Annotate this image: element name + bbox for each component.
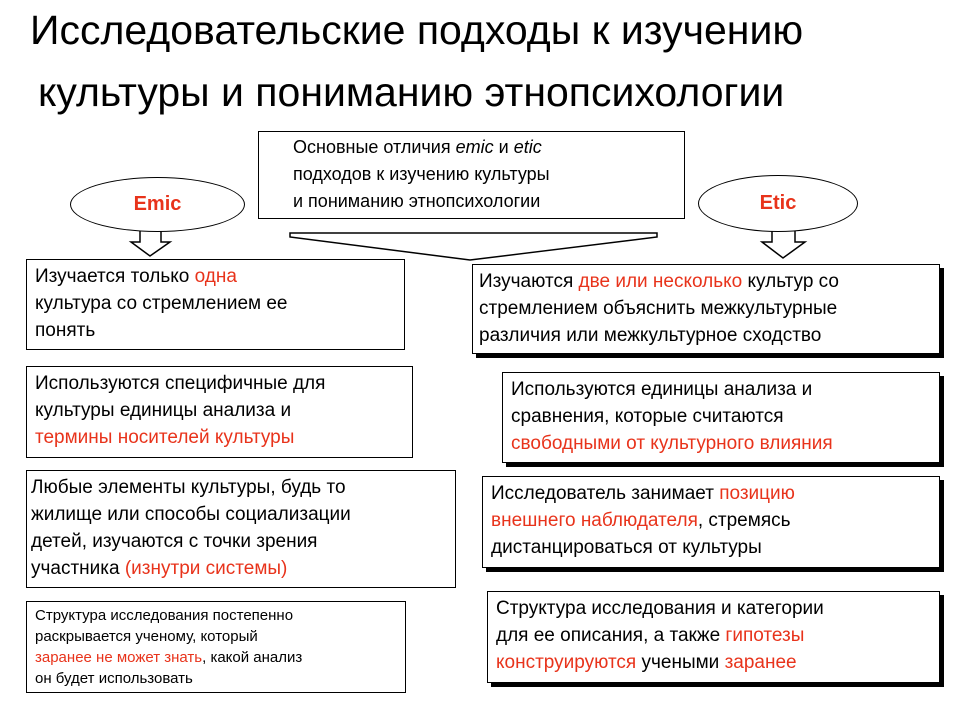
center-box-prefix: Основные отличия xyxy=(293,137,456,157)
text-segment: культур со xyxy=(742,271,839,292)
text-segment: понять xyxy=(35,320,96,341)
text-segment: дистанцироваться от культуры xyxy=(491,537,762,558)
center-question-box: Основные отличия emic и etic подходов к … xyxy=(258,131,685,219)
highlighted-text: позицию xyxy=(719,483,795,504)
text-segment: стремлением объяснить межкультурные xyxy=(479,298,838,319)
emic-item-1: Изучается только одна культура со стремле… xyxy=(26,259,405,350)
text-segment: Структура исследования и категории xyxy=(496,598,824,619)
text-segment: для ее описания, а также xyxy=(496,625,726,646)
emic-ellipse: Emic xyxy=(70,177,245,232)
text-segment: он будет использовать xyxy=(35,670,193,687)
text-segment: жилище или способы социализации xyxy=(31,504,351,525)
etic-item-1: Изучаются две или несколько культур со ст… xyxy=(472,264,940,354)
emic-down-arrow xyxy=(128,229,173,257)
text-segment: Изучается только xyxy=(35,266,195,287)
etic-item-2: Используются единицы анализа и сравнения,… xyxy=(502,372,940,463)
highlighted-text: заранее xyxy=(724,652,797,673)
page-title-line1: Исследовательские подходы к изучению xyxy=(30,7,804,53)
highlighted-text: внешнего наблюдателя xyxy=(491,510,698,531)
text-segment: Любые элементы культуры, будь то xyxy=(31,477,346,498)
center-box-emic: emic xyxy=(455,137,494,157)
highlighted-text: свободными от культурного влияния xyxy=(511,433,833,454)
text-segment: Изучаются xyxy=(479,271,579,292)
text-segment: раскрывается ученому, который xyxy=(35,628,258,645)
etic-down-arrow xyxy=(759,229,808,259)
highlighted-text: конструируются xyxy=(496,652,637,673)
highlighted-text: две или несколько xyxy=(578,271,743,292)
text-segment: Структура исследования постепенно xyxy=(35,607,294,624)
etic-item-4: Структура исследования и категории для ее… xyxy=(487,591,940,683)
emic-item-3: Любые элементы культуры, будь то жилище и… xyxy=(26,470,456,588)
emic-item-4: Структура исследования постепенно раскрыв… xyxy=(26,601,406,693)
text-segment: детей, изучаются с точки зрения xyxy=(31,531,318,552)
center-box-line3: и пониманию этнопсихологии xyxy=(293,191,541,211)
text-segment: сравнения, которые считаются xyxy=(511,406,784,427)
text-segment: , какой анализ xyxy=(202,649,303,666)
etic-item-3: Исследователь занимает позицию внешнего н… xyxy=(482,476,940,568)
highlighted-text: (изнутри системы) xyxy=(124,558,288,579)
highlighted-text: гипотезы xyxy=(725,625,805,646)
text-segment: культура со стремлением ее xyxy=(35,293,288,314)
emic-item-2: Используются специфичные для культуры еди… xyxy=(26,366,413,458)
center-box-line1: Основные отличия emic и etic xyxy=(293,134,684,161)
center-box-etic: etic xyxy=(513,137,542,157)
center-box-and: и xyxy=(493,137,514,157)
highlighted-text: одна xyxy=(194,266,237,287)
text-segment: различия или межкультурное сходство xyxy=(479,325,822,346)
page-title-line2: культуры и пониманию этнопсихологии xyxy=(38,69,785,115)
center-box-line2: подходов к изучению культуры xyxy=(293,164,550,184)
text-segment: Используются специфичные для xyxy=(35,373,326,394)
text-segment: Исследователь занимает xyxy=(491,483,720,504)
text-segment: культуры единицы анализа и xyxy=(35,400,292,421)
text-segment: учеными xyxy=(636,652,725,673)
highlighted-text: термины носителей культуры xyxy=(35,427,295,448)
text-segment: участника xyxy=(31,558,125,579)
highlighted-text: заранее не может знать xyxy=(35,649,203,666)
etic-ellipse: Etic xyxy=(698,175,858,232)
text-segment: , стремясь xyxy=(697,510,791,531)
callout-pointer xyxy=(289,232,658,261)
text-segment: Используются единицы анализа и xyxy=(511,379,813,400)
